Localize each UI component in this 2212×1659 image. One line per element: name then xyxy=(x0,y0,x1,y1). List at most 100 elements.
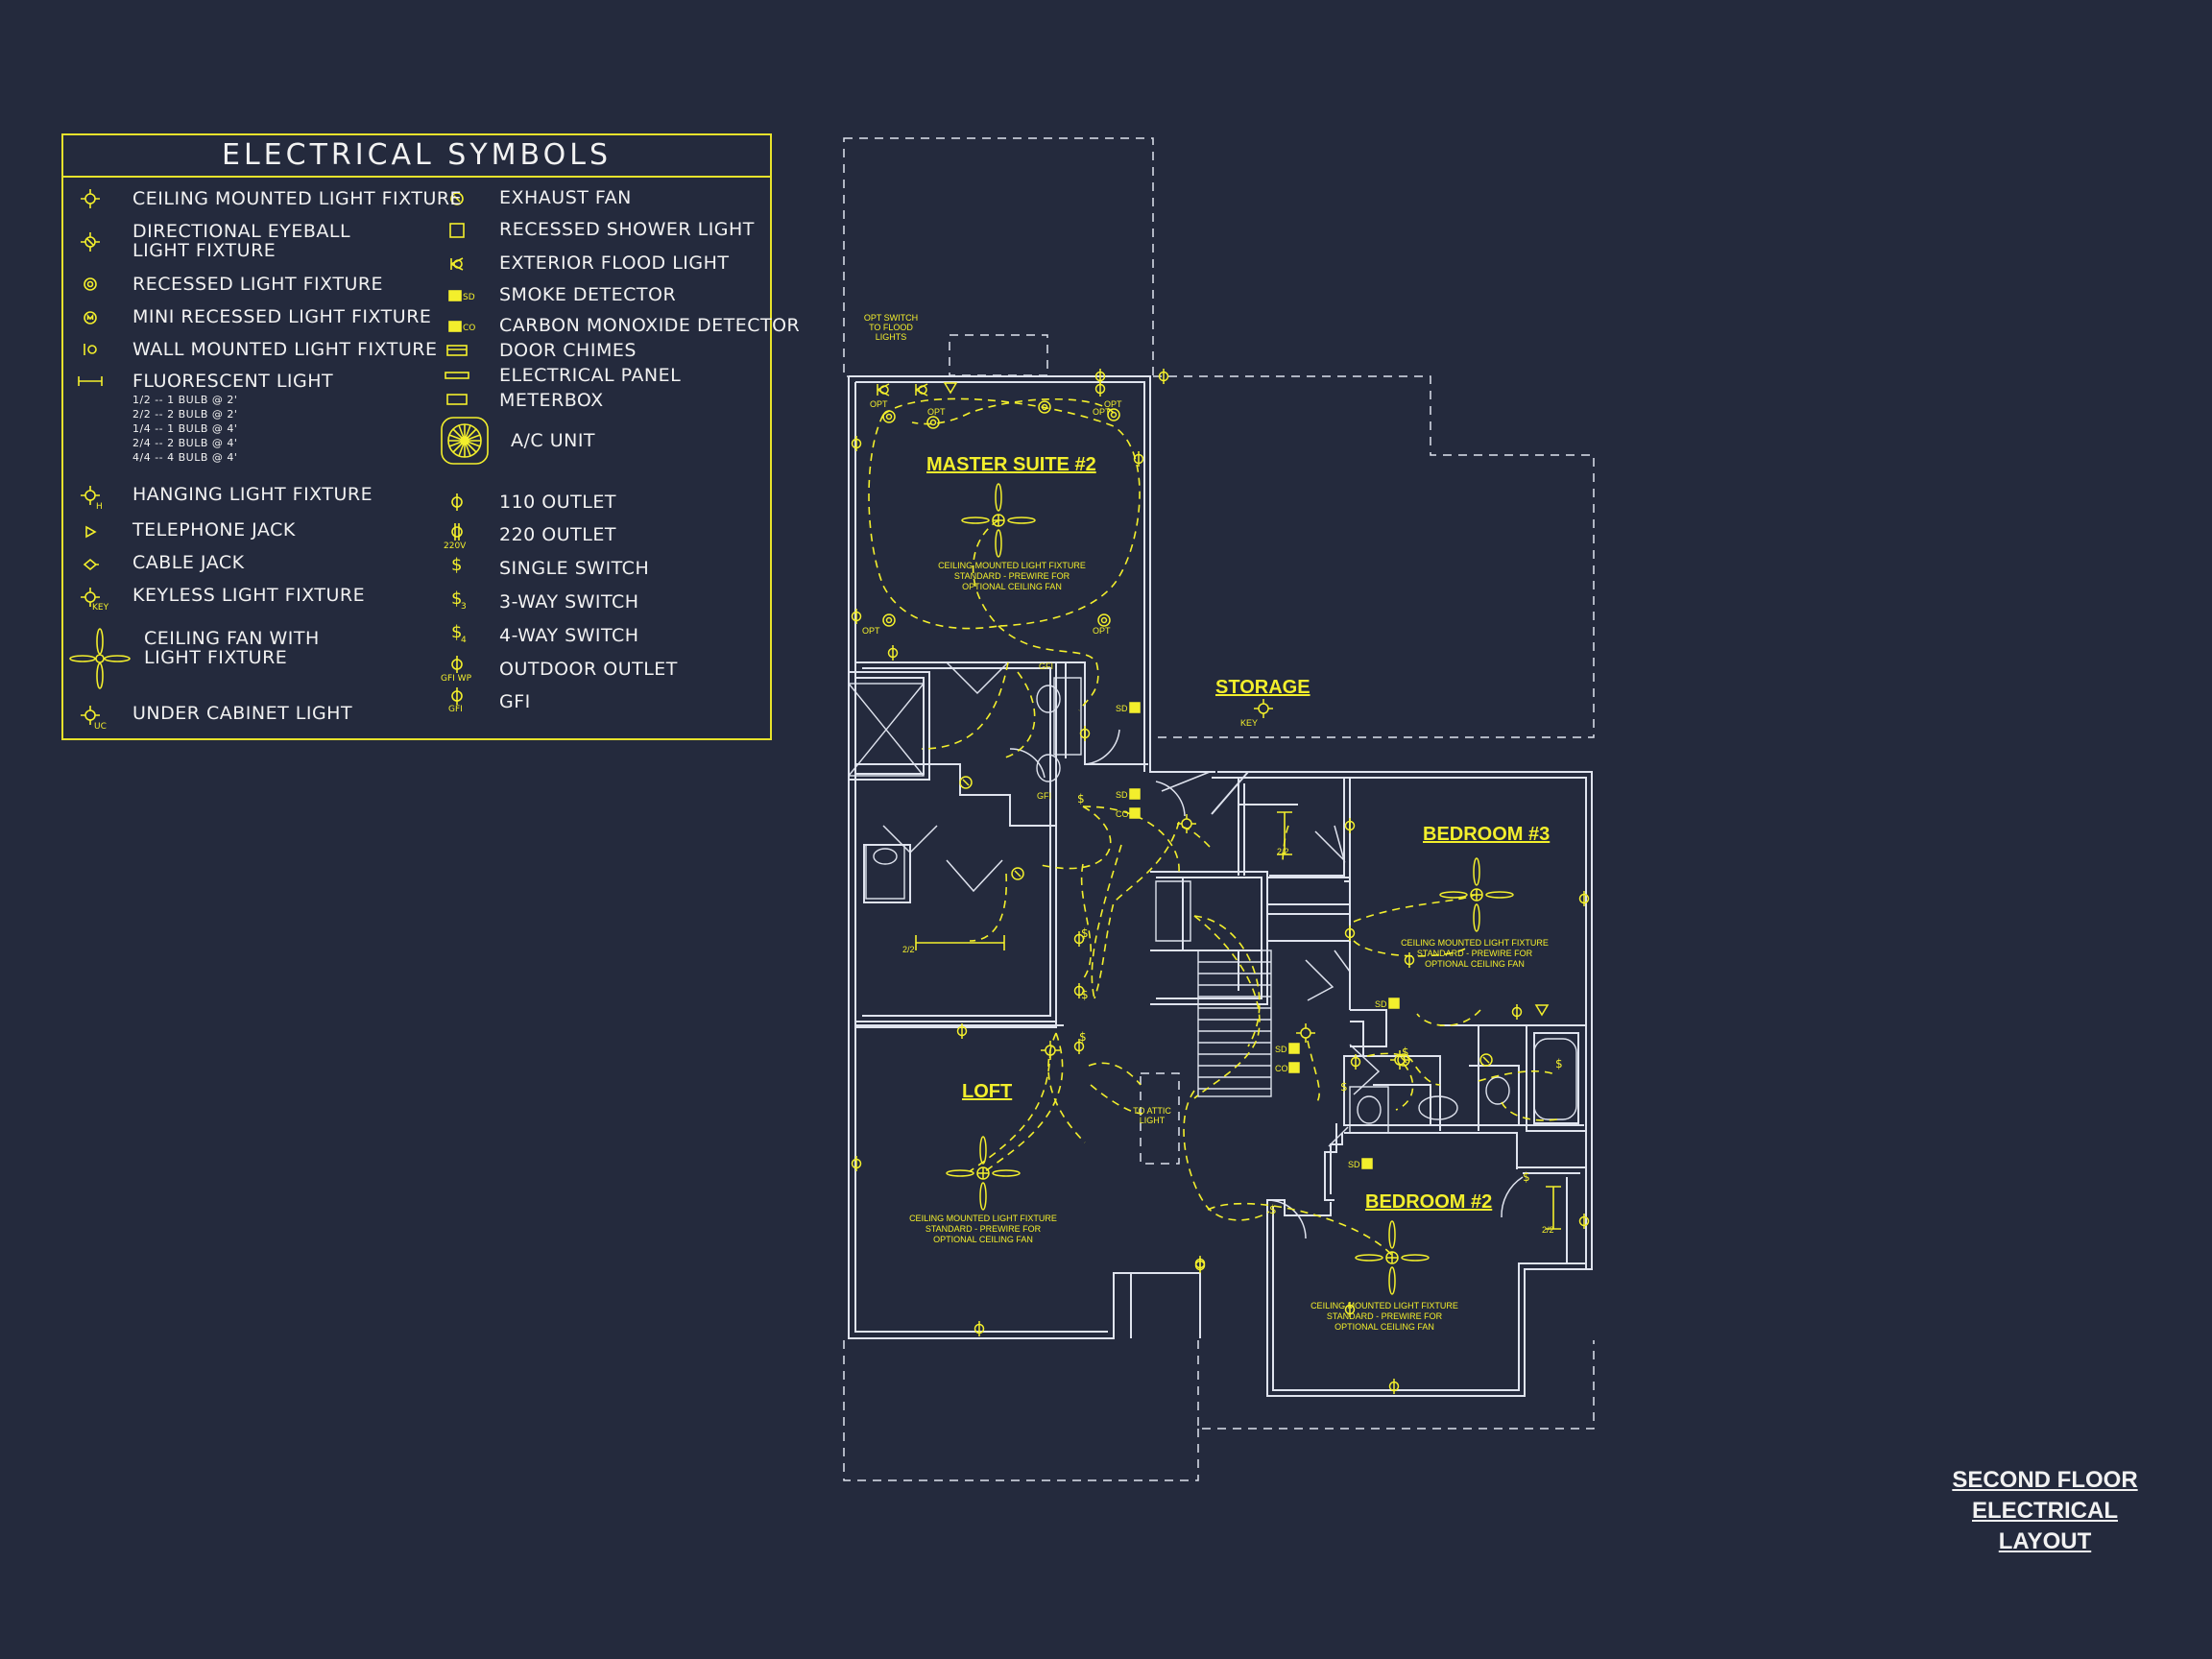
room-bedroom-2: BEDROOM #2 xyxy=(1365,1191,1492,1213)
outlet-110-icon xyxy=(1133,451,1144,467)
smoke-detector-icon xyxy=(1288,1043,1300,1054)
recessed-light-icon xyxy=(84,277,97,291)
recessed-light-icon xyxy=(1097,613,1111,627)
outlet-110-icon xyxy=(1350,1054,1361,1070)
fixture-note-line: OPTIONAL CEILING FAN xyxy=(962,582,1062,591)
switch-icon: $ xyxy=(1077,792,1085,805)
legend-label: TELEPHONE JACK xyxy=(132,519,296,541)
outlet-110-icon xyxy=(1073,931,1085,947)
fixture-note-line: CEILING MOUNTED LIGHT FIXTURE xyxy=(1401,938,1549,948)
legend-label: 3-WAY SWITCH xyxy=(499,591,639,613)
outlet-110-icon xyxy=(1073,983,1085,998)
single-switch-icon: $ xyxy=(451,555,462,575)
co-tag: CO xyxy=(463,324,475,333)
v220-tag: 220V xyxy=(444,541,467,551)
ceiling-fan-icon xyxy=(961,483,1036,558)
three-way-switch-icon: $ xyxy=(451,589,462,609)
recessed-light-icon xyxy=(882,410,896,423)
legend-label: WALL MOUNTED LIGHT FIXTURE xyxy=(132,339,438,360)
ceiling-fan-icon xyxy=(1439,857,1514,932)
fixture-note-line: OPTIONAL CEILING FAN xyxy=(933,1235,1033,1244)
legend-label: HANGING LIGHT FIXTURE xyxy=(132,484,373,505)
sd-tag: SD xyxy=(1348,1160,1360,1169)
ceiling-fan-icon xyxy=(946,1136,1021,1211)
legend-label: DIRECTIONAL EYEBALL xyxy=(132,221,351,242)
sd-tag: SD xyxy=(1275,1045,1287,1054)
plan-tags: OPT OPT OPT OPT OPT OPT KEY SD SD CO SD … xyxy=(862,399,1554,1235)
door-chimes-icon xyxy=(446,345,468,356)
sd-tag: SD xyxy=(1375,999,1387,1009)
four-way-switch-icon: $ xyxy=(451,622,462,642)
opt-tag: OPT xyxy=(927,407,946,417)
switch-icon: $ xyxy=(1081,926,1089,940)
legend-label: LIGHT FIXTURE xyxy=(132,240,276,261)
legend-label: METERBOX xyxy=(499,390,604,411)
ceiling-light-icon xyxy=(1041,1041,1060,1060)
outlet-110-icon xyxy=(1079,726,1091,741)
gfi-wp-tag: GFI WP xyxy=(441,674,472,684)
cable-jack-icon xyxy=(83,558,99,571)
legend-label: EXTERIOR FLOOD LIGHT xyxy=(499,252,730,274)
title-line-2: ELECTRICAL LAYOUT xyxy=(1972,1498,2118,1554)
legend-label: FLUORESCENT LIGHT xyxy=(132,371,334,392)
fixture-note-line: STANDARD - PREWIRE FOR xyxy=(1417,949,1533,958)
switch-icon: $ xyxy=(1269,1203,1277,1216)
flood-light-icon xyxy=(877,383,890,397)
switch-icon: $ xyxy=(1081,988,1089,1001)
flood-light-icon xyxy=(915,383,928,397)
outlet-110-icon xyxy=(974,1321,985,1336)
opt-tag: OPT xyxy=(1093,626,1111,636)
telephone-jack-icon xyxy=(85,525,97,539)
fluorescent-size: 1/2 -- 1 BULB @ 2' xyxy=(132,394,238,406)
opt-switch-note: OPT SWITCH xyxy=(864,313,918,323)
hanging-light-icon xyxy=(81,486,100,505)
outdoor-outlet-icon xyxy=(1194,1256,1206,1271)
switch-icon: $ xyxy=(1555,1057,1563,1070)
legend-label: CARBON MONOXIDE DETECTOR xyxy=(499,315,801,336)
title-line-1: SECOND FLOOR xyxy=(1952,1467,2138,1493)
smoke-detector-icon xyxy=(1129,807,1141,819)
ac-unit-icon xyxy=(441,417,489,465)
keyless-light-icon xyxy=(81,588,100,607)
outlet-110-icon xyxy=(956,1023,968,1039)
opt-tag: OPT xyxy=(1104,399,1122,409)
uc-tag: UC xyxy=(94,722,107,732)
attic-note: LIGHT xyxy=(1140,1116,1166,1125)
outlet-110-icon xyxy=(851,1156,862,1171)
opt-tag: OPT xyxy=(870,399,888,409)
fluor-tag: 2/2 xyxy=(902,945,915,954)
switch-icon: $ xyxy=(1340,1080,1348,1094)
exhaust-fan-icon xyxy=(1479,1053,1493,1067)
legend-label: 220 OUTLET xyxy=(499,524,616,545)
sd-tag: SD xyxy=(1116,790,1128,800)
key-tag: KEY xyxy=(1240,718,1258,728)
gfi-tag: GFI xyxy=(1037,791,1051,801)
key-tag: KEY xyxy=(92,603,109,613)
outlet-110-icon xyxy=(1578,1214,1590,1229)
fluorescent-lights xyxy=(915,811,1561,1230)
outlet-110-icon xyxy=(1388,1379,1400,1394)
legend-label: CEILING FAN WITH xyxy=(144,628,320,649)
mini-recessed-light-icon xyxy=(84,311,97,325)
co-tag: CO xyxy=(1116,809,1129,819)
legend-title: ELECTRICAL SYMBOLS xyxy=(63,135,770,178)
outlet-110-icon xyxy=(1073,1039,1085,1054)
outdoor-outlet-icon xyxy=(1158,369,1169,384)
legend-label: CABLE JACK xyxy=(132,552,245,573)
fixture-notes: CEILING MOUNTED LIGHT FIXTURE STANDARD -… xyxy=(864,313,1549,1332)
legend-label: KEYLESS LIGHT FIXTURE xyxy=(132,585,366,606)
four-way-subscript: 4 xyxy=(461,636,467,645)
room-master-suite-2: MASTER SUITE #2 xyxy=(926,454,1096,475)
dashed-outlines xyxy=(843,137,1595,1481)
legend-label: A/C UNIT xyxy=(511,430,596,451)
outdoor-outlet-icon xyxy=(1094,369,1106,384)
ceiling-light-icon xyxy=(81,189,100,208)
door-swings xyxy=(882,661,1524,1239)
room-loft: LOFT xyxy=(962,1081,1012,1102)
outlet-110-icon xyxy=(1578,891,1590,906)
legend-label: EXHAUST FAN xyxy=(499,187,632,208)
opt-tag: OPT xyxy=(1093,407,1111,417)
recessed-light-icon xyxy=(1107,408,1120,421)
eyeball-light-icon xyxy=(81,232,100,252)
